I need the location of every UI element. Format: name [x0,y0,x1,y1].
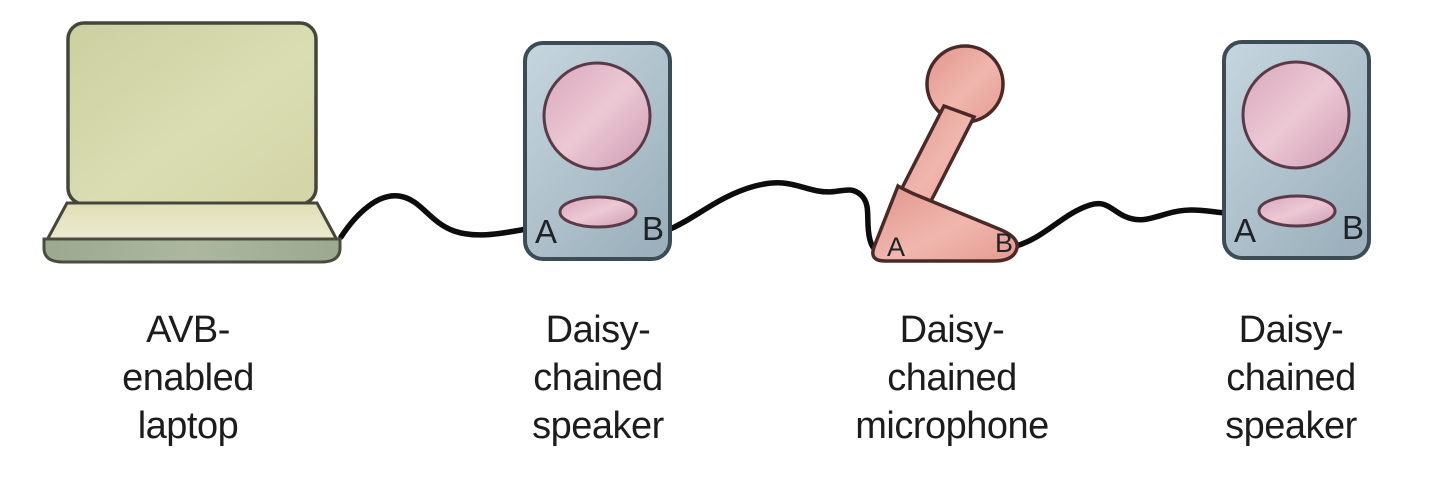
speaker1-port-a-label: A [535,213,557,250]
caption-line: chained [533,357,663,399]
speaker1-driver-icon [542,61,652,171]
speaker2-driver-icon [1241,60,1351,170]
microphone-stalk [898,103,977,206]
microphone-base [871,183,1019,263]
speaker2-graphic: A B [1222,40,1371,260]
caption-line: speaker [532,405,664,447]
caption-line: Daisy- [1238,309,1344,351]
caption-avb-enabled-laptop: AVB- enabled laptop [38,306,338,450]
caption-daisy-chained-speaker-1: Daisy- chained speaker [448,306,748,450]
cable-laptop-to-speaker1 [338,193,530,240]
speaker2-port-a-label: A [1234,212,1256,249]
caption-line: chained [1226,357,1356,399]
speaker2-port-b-label: B [1342,209,1364,246]
microphone-port-a-label: A [887,232,905,262]
caption-line: chained [887,357,1017,399]
caption-line: microphone [855,405,1049,447]
laptop-graphic [42,21,342,264]
laptop-keyboard-deck [44,201,340,242]
microphone-ball-icon [925,44,1005,124]
speaker1-port-vent-icon [558,195,638,229]
speaker2-port-vent-icon [1257,194,1337,228]
cables [338,180,1229,255]
caption-line: laptop [137,405,239,447]
laptop-screen [66,21,318,206]
caption-daisy-chained-microphone: Daisy- chained microphone [802,306,1102,450]
laptop-base [42,237,342,264]
caption-line: enabled [122,357,254,399]
caption-line: Daisy- [545,309,651,351]
speaker1-graphic: A B [523,41,672,261]
microphone-port-b-label: B [995,228,1013,258]
cable-microphone-to-speaker2 [1013,201,1229,249]
caption-line: AVB- [146,309,230,351]
cable-speaker1-to-microphone [665,180,891,255]
speaker1-port-b-label: B [642,210,664,247]
microphone-graphic: A B [871,44,1019,263]
caption-daisy-chained-speaker-2: Daisy- chained speaker [1141,306,1440,450]
caption-line: speaker [1225,405,1357,447]
caption-line: Daisy- [899,309,1005,351]
